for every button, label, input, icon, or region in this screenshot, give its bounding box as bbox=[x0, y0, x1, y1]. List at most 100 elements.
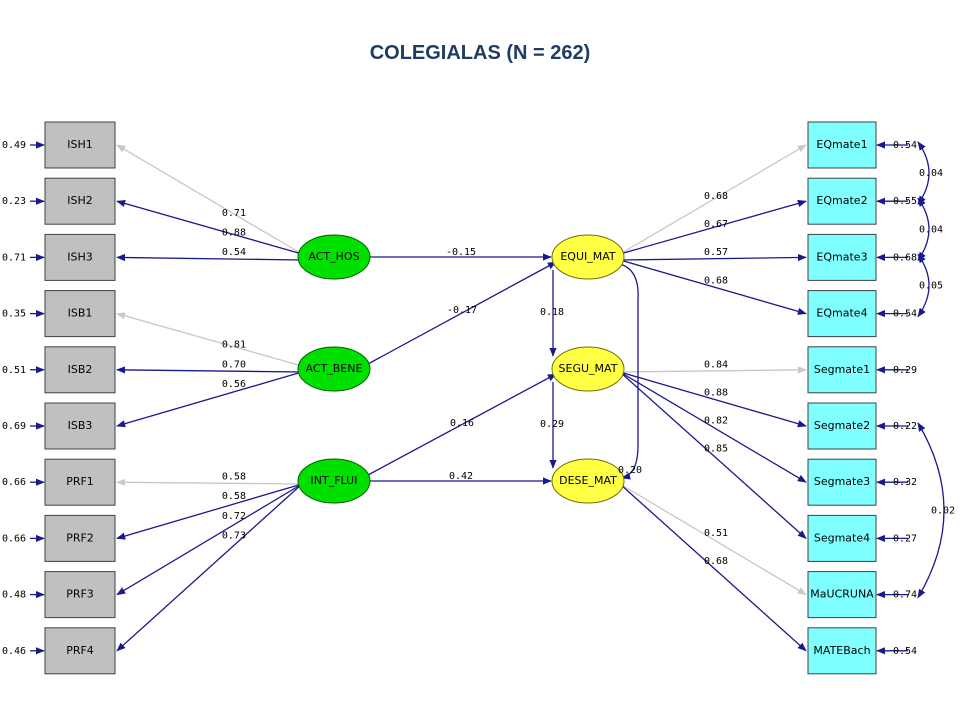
loading-value: 0.56 bbox=[222, 379, 246, 390]
loading-value: 0.51 bbox=[704, 528, 728, 539]
error-covariance bbox=[917, 253, 930, 318]
loading-path bbox=[116, 312, 303, 367]
loading-value: 0.58 bbox=[222, 471, 246, 482]
error-variance: 0.74 bbox=[893, 590, 917, 601]
indicator-box bbox=[44, 402, 116, 450]
error-variance: 0.48 bbox=[2, 590, 26, 601]
error-variance: 0.22 bbox=[893, 421, 917, 432]
indicator-label: PRF1 bbox=[66, 475, 94, 488]
error-variance: 0.66 bbox=[2, 477, 26, 488]
indicator-label: PRF4 bbox=[66, 644, 94, 657]
indicator-box bbox=[807, 458, 877, 506]
loading-value: 0.88 bbox=[222, 227, 246, 238]
indicator-box bbox=[807, 121, 877, 169]
latent-endogenous bbox=[551, 346, 625, 392]
loading-value: 0.68 bbox=[704, 556, 728, 567]
loading-path bbox=[116, 253, 303, 262]
error-variance: 0.54 bbox=[893, 646, 917, 657]
error-variance: 0.71 bbox=[2, 252, 26, 263]
covariance-value: 0.04 bbox=[919, 168, 943, 179]
loading-value: 0.81 bbox=[222, 340, 246, 351]
diagram-title: COLEGIALAS (N = 262) bbox=[369, 42, 591, 64]
indicator-label: Segmate3 bbox=[814, 475, 870, 488]
covariance-value: 0.04 bbox=[919, 224, 943, 235]
indicator-box bbox=[807, 290, 877, 338]
latent-label: INT_FLUI bbox=[311, 474, 358, 487]
loading-value: 0.68 bbox=[704, 191, 728, 202]
indicator-label: PRF2 bbox=[66, 531, 94, 544]
indicator-label: Segmate1 bbox=[814, 363, 870, 376]
indicator-box bbox=[44, 290, 116, 338]
loading-path bbox=[619, 371, 807, 540]
loading-path bbox=[619, 199, 807, 255]
latent-label: EQUI_MAT bbox=[560, 250, 616, 263]
indicator-label: ISH2 bbox=[67, 194, 93, 207]
path-coefficient: -0.15 bbox=[446, 247, 476, 258]
loading-path bbox=[619, 483, 807, 596]
indicator-box bbox=[44, 571, 116, 619]
error-variance: 0.54 bbox=[893, 309, 917, 320]
loading-path bbox=[116, 199, 303, 255]
indicator-label: Segmate4 bbox=[814, 531, 870, 544]
latent-label: ACT_HOS bbox=[308, 250, 359, 263]
loading-value: 0.70 bbox=[222, 359, 246, 370]
indicator-box bbox=[807, 346, 877, 394]
latent-endogenous bbox=[551, 234, 625, 280]
loading-path bbox=[619, 371, 807, 428]
indicator-label: MaUCRUNA bbox=[810, 588, 874, 601]
indicator-label: ISB3 bbox=[68, 419, 93, 432]
latent-exogenous bbox=[297, 234, 371, 280]
loading-value: 0.82 bbox=[704, 416, 728, 427]
indicator-label: EQmate1 bbox=[816, 138, 867, 151]
error-variance: 0.69 bbox=[2, 421, 26, 432]
indicator-label: PRF3 bbox=[66, 588, 94, 601]
path-coefficient: -0.17 bbox=[447, 305, 477, 316]
latent-label: DESE_MAT bbox=[559, 474, 617, 487]
latent-label: ACT_BENE bbox=[306, 362, 363, 375]
loading-value: 0.88 bbox=[704, 388, 728, 399]
indicator-box bbox=[44, 346, 116, 394]
loading-value: 0.85 bbox=[704, 444, 728, 455]
indicator-box bbox=[807, 571, 877, 619]
loading-path bbox=[116, 478, 303, 486]
error-variance: 0.54 bbox=[893, 140, 917, 151]
error-variance: 0.27 bbox=[893, 533, 917, 544]
loading-value: 0.71 bbox=[222, 208, 246, 219]
loading-path bbox=[619, 483, 807, 652]
loading-path bbox=[116, 371, 303, 428]
loading-value: 0.57 bbox=[704, 247, 728, 258]
structural-path bbox=[619, 263, 639, 480]
loading-path bbox=[116, 366, 303, 374]
loading-value: 0.54 bbox=[222, 247, 246, 258]
indicator-box bbox=[44, 233, 116, 281]
loading-path bbox=[116, 483, 303, 652]
error-variance: 0.66 bbox=[2, 533, 26, 544]
loading-path bbox=[619, 366, 807, 374]
path-coefficient: 0.18 bbox=[540, 307, 564, 318]
loading-value: 0.73 bbox=[222, 530, 246, 541]
latent-exogenous bbox=[297, 346, 371, 392]
error-variance: 0.51 bbox=[2, 365, 26, 376]
indicator-box bbox=[44, 177, 116, 225]
indicator-box bbox=[44, 514, 116, 562]
covariance-value: 0.02 bbox=[931, 505, 955, 516]
indicator-box bbox=[807, 177, 877, 225]
error-variance: 0.68 bbox=[893, 252, 917, 263]
indicator-label: ISH3 bbox=[67, 250, 93, 263]
indicator-box bbox=[807, 514, 877, 562]
structural-path bbox=[367, 373, 557, 476]
path-coefficient: 0.29 bbox=[540, 419, 564, 430]
indicator-label: ISH1 bbox=[67, 138, 93, 151]
error-variance: 0.55 bbox=[893, 196, 917, 207]
loading-path bbox=[619, 259, 807, 315]
indicator-box bbox=[44, 458, 116, 506]
path-coefficient: 0.16 bbox=[450, 418, 474, 429]
loading-value: 0.68 bbox=[704, 275, 728, 286]
path-coefficient: 0.42 bbox=[449, 471, 473, 482]
indicator-box bbox=[44, 121, 116, 169]
indicator-label: EQmate2 bbox=[816, 194, 867, 207]
loading-path bbox=[619, 253, 807, 262]
indicator-label: EQmate4 bbox=[816, 307, 867, 320]
error-covariance bbox=[917, 422, 945, 599]
